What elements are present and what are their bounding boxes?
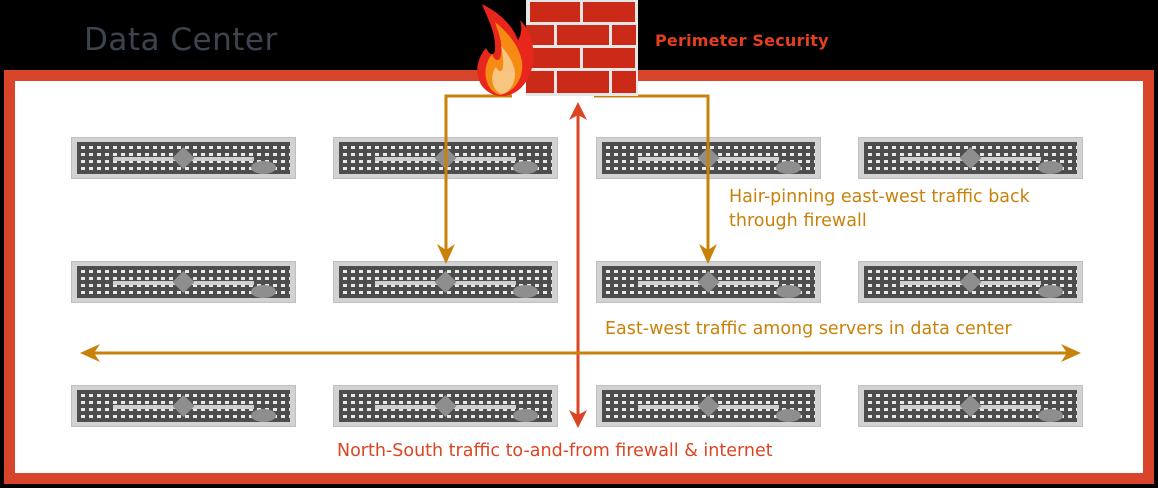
east-west-arrow <box>80 344 1081 362</box>
north-south-arrow <box>569 102 587 428</box>
server-rack-unit[interactable] <box>333 261 558 303</box>
server-rack-unit[interactable] <box>858 385 1083 427</box>
server-vent-grid <box>864 142 1077 174</box>
server-rack-unit[interactable] <box>858 261 1083 303</box>
server-port <box>1038 284 1063 298</box>
server-vent-grid <box>339 390 552 422</box>
server-status-indicator <box>434 395 457 417</box>
server-rack-unit[interactable] <box>71 385 296 427</box>
server-status-indicator <box>172 147 195 169</box>
server-port <box>513 408 538 422</box>
server-vent-grid <box>77 266 290 298</box>
server-port <box>251 284 276 298</box>
flame-icon <box>477 4 534 97</box>
server-port <box>251 160 276 174</box>
server-rack-unit[interactable] <box>71 137 296 179</box>
server-vent-grid <box>864 390 1077 422</box>
server-port <box>513 284 538 298</box>
server-status-indicator <box>172 271 195 293</box>
server-rack-unit[interactable] <box>858 137 1083 179</box>
east-west-annotation: East-west traffic among servers in data … <box>605 319 1012 339</box>
server-vent-grid <box>339 266 552 298</box>
north-south-annotation: North-South traffic to-and-from firewall… <box>337 441 773 461</box>
server-port <box>1038 408 1063 422</box>
server-port <box>776 284 801 298</box>
server-rack-unit[interactable] <box>71 261 296 303</box>
server-vent-grid <box>602 390 815 422</box>
server-status-indicator <box>959 271 982 293</box>
server-rack-unit[interactable] <box>596 261 821 303</box>
server-rack-unit[interactable] <box>333 385 558 427</box>
server-vent-grid <box>864 266 1077 298</box>
hairpin-annotation: Hair-pinning east-west traffic back thro… <box>729 186 1079 233</box>
server-status-indicator <box>959 395 982 417</box>
hairpin-left-path <box>437 94 512 264</box>
server-vent-grid <box>77 142 290 174</box>
server-rack-unit[interactable] <box>596 385 821 427</box>
server-status-indicator <box>172 395 195 417</box>
perimeter-security-label: Perimeter Security <box>655 31 829 50</box>
hairpin-right-path <box>594 94 717 264</box>
server-vent-grid <box>77 390 290 422</box>
server-port <box>513 160 538 174</box>
server-status-indicator <box>959 147 982 169</box>
server-status-indicator <box>697 395 720 417</box>
server-port <box>1038 160 1063 174</box>
firewall-icon[interactable] <box>468 0 640 98</box>
hairpin-annotation-line2: through firewall <box>729 210 867 231</box>
server-port <box>251 408 276 422</box>
server-status-indicator <box>434 271 457 293</box>
server-port <box>776 408 801 422</box>
server-vent-grid <box>602 266 815 298</box>
page-title: Data Center <box>84 22 278 58</box>
server-port <box>776 160 801 174</box>
brick-wall-icon <box>526 0 638 96</box>
hairpin-annotation-line1: Hair-pinning east-west traffic back <box>729 187 1030 207</box>
server-status-indicator <box>697 271 720 293</box>
